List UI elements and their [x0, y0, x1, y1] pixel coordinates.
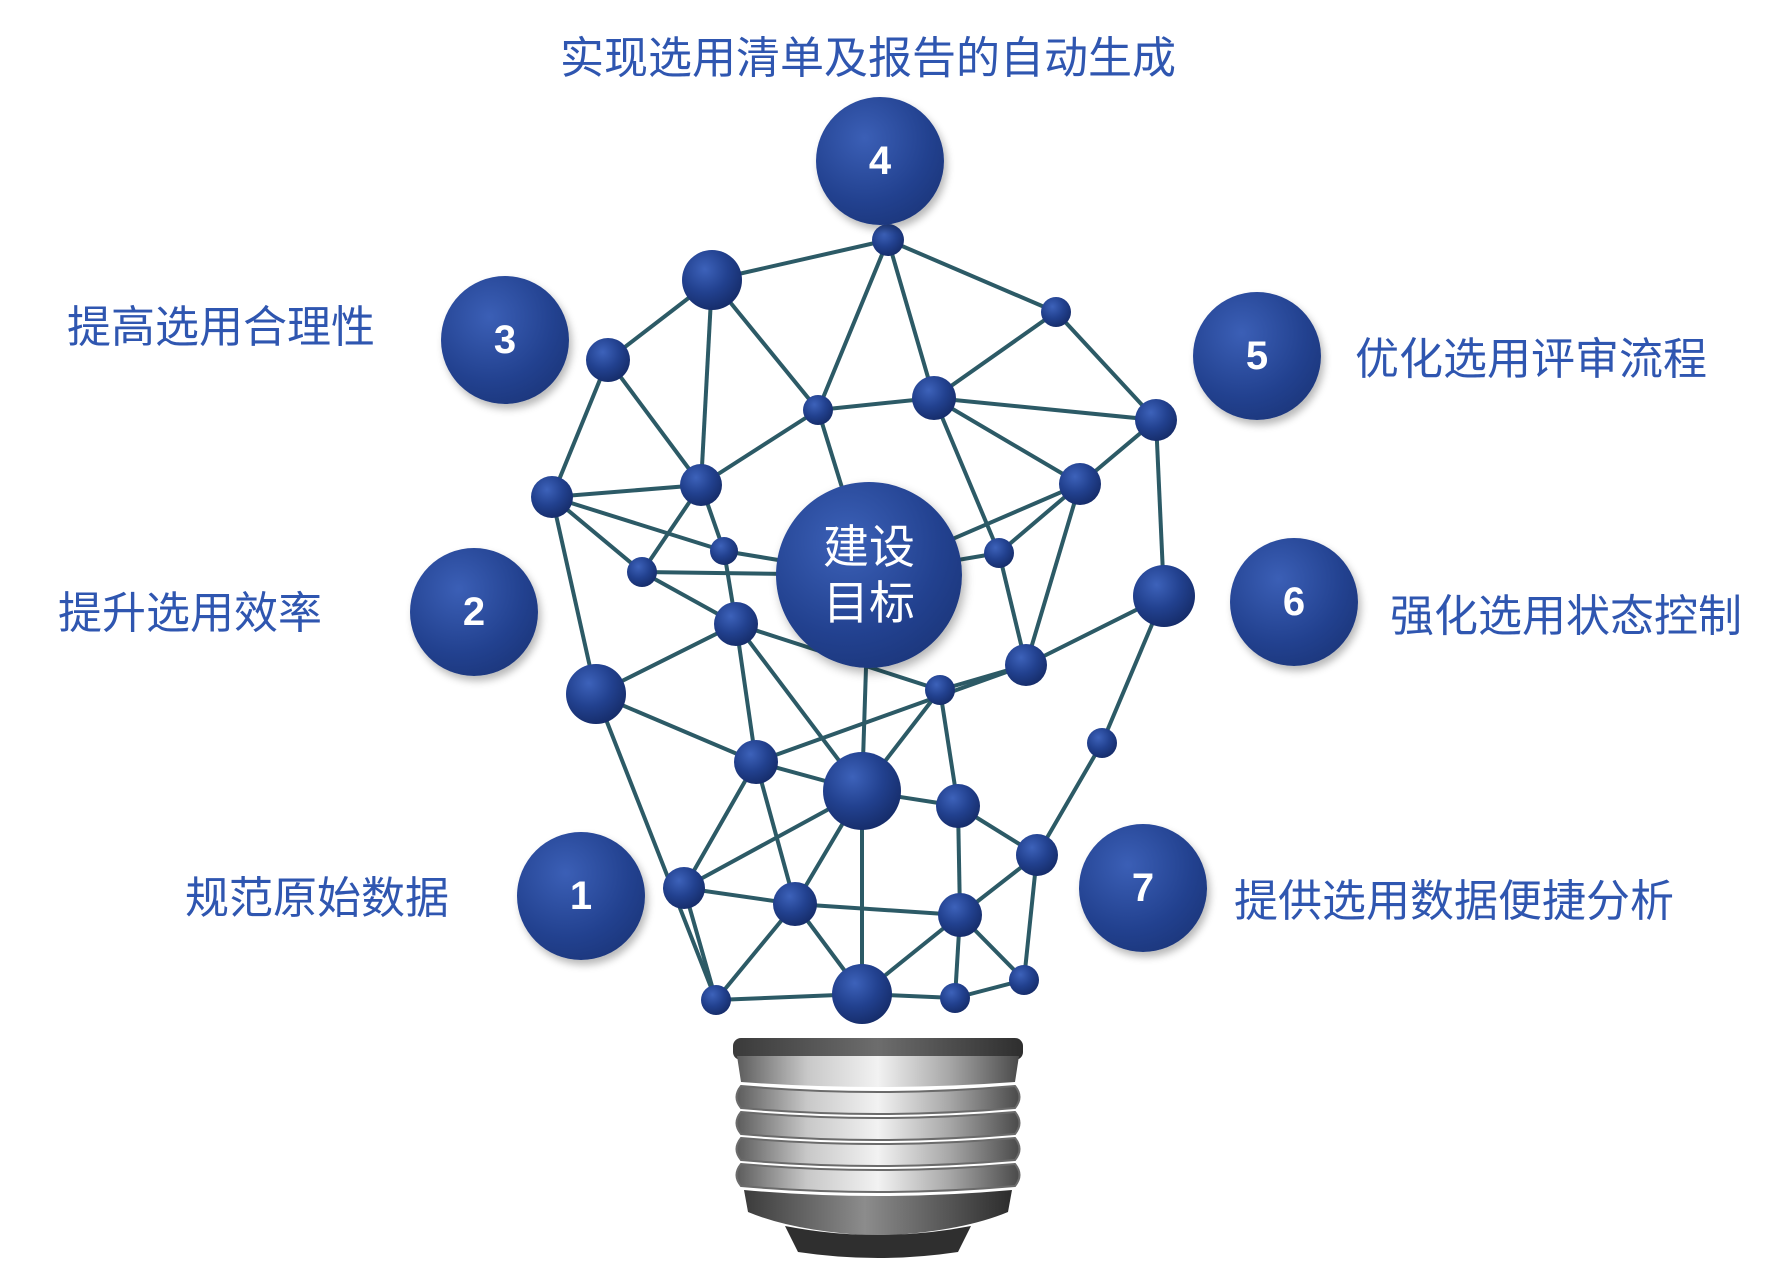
goal-text-3: 提高选用合理性	[67, 302, 375, 353]
goal-badge-3: 3	[441, 276, 569, 404]
network-node	[531, 476, 573, 518]
network-edge	[551, 483, 702, 499]
network-edge	[886, 239, 936, 399]
network-nodes	[531, 224, 1195, 1024]
network-node	[586, 338, 630, 382]
network-node	[823, 752, 901, 830]
network-edge	[711, 238, 889, 282]
goal-text-4: 实现选用清单及报告的自动生成	[560, 33, 1176, 84]
network-edge	[755, 663, 1027, 764]
network-edge	[754, 761, 797, 905]
network-edge	[932, 310, 1058, 400]
network-node	[1135, 399, 1177, 441]
network-node	[832, 964, 892, 1024]
network-edge	[932, 396, 1082, 486]
goal-badge-5: 5	[1193, 292, 1321, 420]
goal-number-1: 1	[569, 873, 593, 918]
goal-badge-2: 2	[410, 548, 538, 676]
network-edge	[699, 279, 714, 486]
network-node	[925, 675, 955, 705]
network-node	[1133, 565, 1195, 627]
network-edge	[606, 358, 703, 487]
base-collar	[737, 1056, 1019, 1087]
network-edge	[933, 396, 1157, 422]
network-node	[984, 538, 1014, 568]
network-edge	[682, 761, 758, 889]
goal-number-5: 5	[1245, 333, 1269, 378]
network-node	[803, 395, 833, 425]
network-node	[1009, 965, 1039, 995]
network-node	[938, 893, 982, 937]
network-node	[1016, 834, 1058, 876]
center-goal-node: 建设 目标	[776, 482, 962, 668]
goal-badge-1: 1	[517, 832, 645, 960]
goal-badge-7: 7	[1079, 824, 1207, 952]
network-edge	[887, 238, 1057, 314]
network-edge	[550, 359, 610, 498]
network-node	[940, 983, 970, 1013]
network-node	[566, 664, 626, 724]
network-node	[627, 557, 657, 587]
network-edge	[1024, 483, 1082, 666]
network-edge	[1054, 310, 1158, 422]
goal-text-1: 规范原始数据	[185, 873, 449, 924]
network-node	[773, 882, 817, 926]
goal-text-5: 优化选用评审流程	[1355, 334, 1707, 385]
network-node	[1087, 728, 1117, 758]
goal-number-3: 3	[493, 317, 517, 362]
goal-number-6: 6	[1282, 579, 1306, 624]
network-edge	[932, 397, 1001, 554]
center-label-line1: 建设	[823, 520, 915, 574]
network-node	[710, 537, 738, 565]
goal-text-7: 提供选用数据便捷分析	[1234, 876, 1674, 927]
network-edge	[816, 239, 890, 411]
goal-text-2: 提升选用效率	[58, 588, 322, 639]
base-lower-cup	[744, 1190, 1012, 1236]
goal-number-2: 2	[462, 589, 486, 634]
base-top-ring	[733, 1038, 1023, 1060]
goal-text-6: 强化选用状态控制	[1390, 591, 1742, 642]
goal-badge-6: 6	[1230, 538, 1358, 666]
network-node	[734, 740, 778, 784]
network-edge	[699, 408, 820, 487]
goal-badge-4: 4	[816, 97, 944, 225]
network-edge	[594, 693, 718, 1001]
goal-number-4: 4	[868, 138, 892, 183]
network-node	[680, 464, 722, 506]
network-node	[1005, 644, 1047, 686]
network-edge	[550, 496, 598, 695]
network-edge	[1035, 741, 1104, 857]
goal-number-7: 7	[1131, 865, 1155, 910]
network-node	[912, 376, 956, 420]
base-threads	[735, 1084, 1021, 1193]
network-node	[1059, 463, 1101, 505]
network-node	[701, 985, 731, 1015]
network-node	[663, 867, 705, 909]
network-edge	[794, 902, 961, 917]
network-node	[682, 250, 742, 310]
network-node	[872, 224, 904, 256]
network-edge	[734, 623, 758, 763]
network-edge	[551, 495, 725, 553]
bulb-base-icon	[733, 1038, 1023, 1258]
base-contact-tip	[785, 1226, 971, 1258]
center-label-line2: 目标	[823, 576, 915, 630]
network-node	[936, 784, 980, 828]
network-node	[1041, 297, 1071, 327]
network-node	[714, 602, 758, 646]
